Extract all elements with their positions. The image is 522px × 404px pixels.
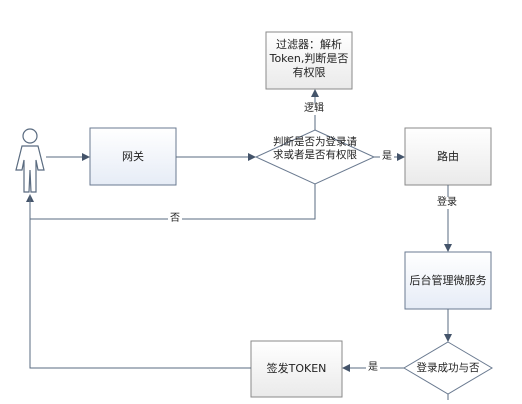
issue-token-box bbox=[250, 340, 343, 398]
issue-token-label: 签发TOKEN bbox=[266, 362, 327, 375]
edge-label-yes-issue: 是 bbox=[366, 362, 380, 374]
route-label: 路由 bbox=[437, 150, 459, 163]
login-result-label: 登录成功与否 bbox=[416, 362, 480, 374]
decision-auth-label: 判断是否为登录请求或者是否有权限 bbox=[273, 136, 357, 161]
route-box bbox=[404, 127, 492, 186]
edge-label-no: 否 bbox=[168, 213, 182, 225]
edge-label-logic: 逻辑 bbox=[302, 103, 326, 115]
edges bbox=[26, 89, 452, 400]
edge-label-login: 登录 bbox=[435, 197, 459, 209]
edge-label-yes-route: 是 bbox=[380, 151, 394, 163]
user-actor-icon bbox=[15, 128, 45, 193]
admin-service-label: 后台管理微服务 bbox=[409, 274, 487, 287]
edge-issue-actor bbox=[29, 195, 251, 369]
filter-label: 过滤器：解析Token,判断是否有权限 bbox=[269, 38, 349, 79]
gateway-label: 网关 bbox=[122, 150, 144, 163]
admin-service-box bbox=[404, 251, 492, 310]
filter-box bbox=[265, 31, 353, 90]
gateway-box bbox=[89, 127, 177, 186]
